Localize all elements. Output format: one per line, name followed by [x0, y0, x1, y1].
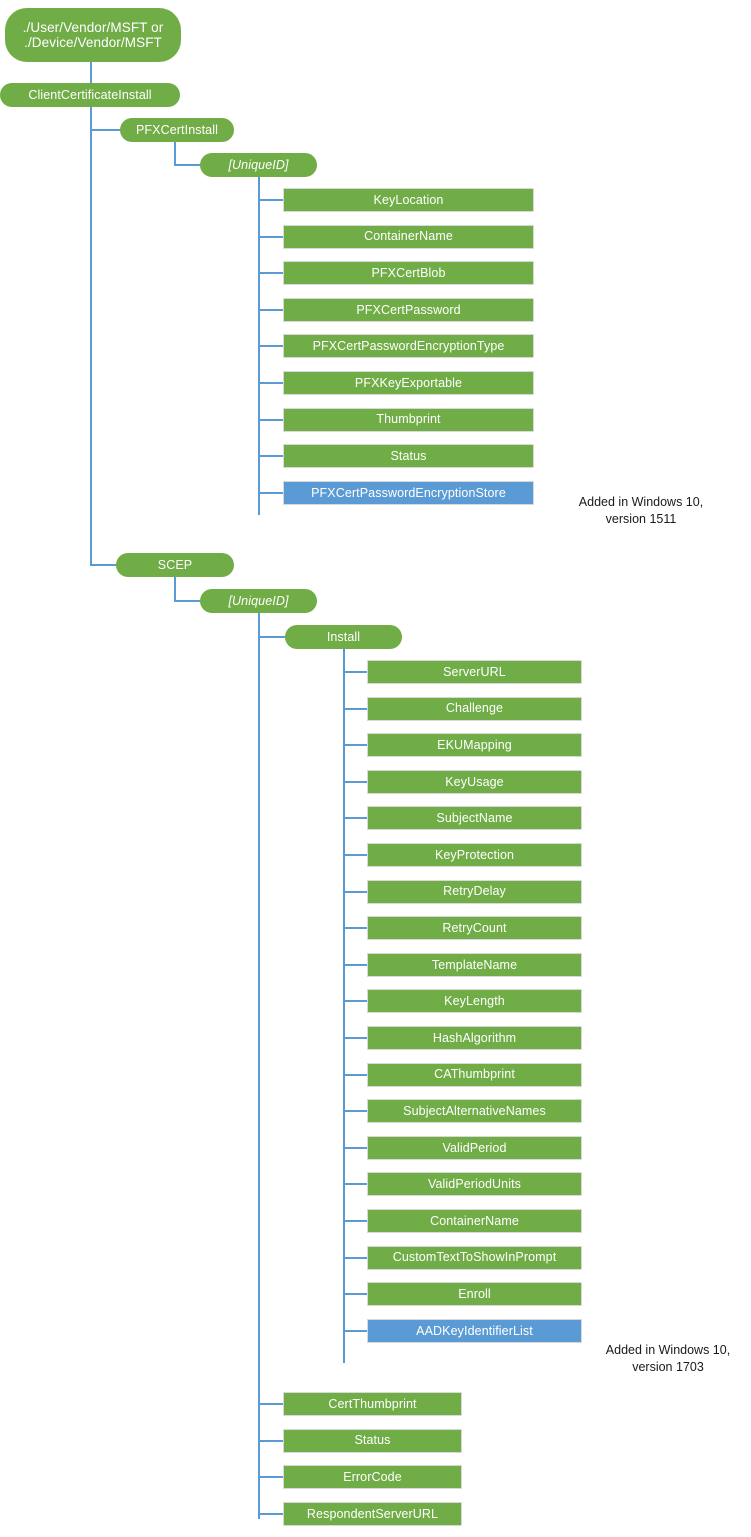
scep-install-leaf-connector-18: [343, 1329, 367, 1332]
scep-install-leaf-item: ContainerName: [367, 1209, 582, 1233]
scep-install-leaf-connector-8: [343, 963, 367, 966]
pfx-leaf-item: Thumbprint: [283, 407, 534, 432]
scep-leaf-item: Status: [283, 1428, 462, 1453]
scep-install-leaf-item: SubjectAlternativeNames: [367, 1099, 582, 1124]
scep-install-leaf-item: ValidPeriodUnits: [367, 1172, 582, 1197]
scep-install-leaf-connector-10: [343, 1037, 367, 1039]
scep-install-leaf-connector-9: [343, 1000, 367, 1003]
pfx-leaf-connector-8: [258, 491, 283, 494]
scep-install-leaf-item: ServerURL: [367, 660, 582, 684]
scep-install-leaf-item: EKUMapping: [367, 733, 582, 758]
note-pfx-added-version: Added in Windows 10, version 1511: [578, 495, 704, 526]
connector-trunk-main: [90, 106, 92, 566]
scep-install-leaf-connector-14: [343, 1183, 367, 1186]
scep-install-leaf-item: ValidPeriod: [367, 1135, 582, 1160]
node-scep-unique-id: [UniqueID]: [200, 589, 317, 613]
scep-install-leaf-connector-17: [343, 1293, 367, 1296]
scep-install-leaf-connector-6: [343, 890, 367, 893]
connector-scep-stem: [174, 576, 176, 600]
pfx-leaf-item: KeyLocation: [283, 188, 534, 212]
connector-trunk-to-pfxcertinstall: [90, 129, 122, 131]
connector-root-to-level1: [90, 62, 92, 84]
node-pfx-unique-id: [UniqueID]: [200, 153, 317, 177]
scep-install-leaf-item: HashAlgorithm: [367, 1026, 582, 1050]
scep-leaf-connector-0: [258, 1403, 283, 1405]
scep-install-leaf-item: SubjectName: [367, 806, 582, 831]
pfx-leaf-connector-0: [258, 199, 283, 201]
pfx-leaf-connector-2: [258, 272, 283, 275]
scep-leaf-item: ErrorCode: [283, 1465, 462, 1490]
node-scep-install: Install: [285, 625, 402, 649]
scep-install-leaf-item: CAThumbprint: [367, 1062, 582, 1087]
scep-leaf-item: CertThumbprint: [283, 1392, 462, 1416]
scep-leaf-item: RespondentServerURL: [283, 1501, 462, 1526]
scep-install-leaf-item: CustomTextToShowInPrompt: [367, 1245, 582, 1270]
connector-scep-to-uniqueid: [174, 600, 202, 602]
pfx-leaf-item: PFXCertPasswordEncryptionType: [283, 334, 534, 359]
pfx-leaf-item: PFXCertPassword: [283, 297, 534, 322]
pfx-leaf-connector-6: [258, 418, 283, 421]
scep-install-leaf-item: AADKeyIdentifierList: [367, 1318, 582, 1343]
node-scep: SCEP: [116, 553, 234, 577]
scep-leaf-connector-2: [258, 1476, 283, 1479]
pfx-leaf-item: PFXCertBlob: [283, 261, 534, 286]
connector-pfxcertinstall-stem: [174, 141, 176, 164]
pfx-leaf-connector-7: [258, 455, 283, 458]
node-root-path: ./User/Vendor/MSFT or ./Device/Vendor/MS…: [5, 8, 181, 62]
connector-scep-uniqueid-to-install: [258, 636, 287, 638]
node-client-certificate-install: ClientCertificateInstall: [0, 83, 180, 107]
scep-install-leaf-connector-7: [343, 927, 367, 930]
scep-install-leaf-item: Challenge: [367, 696, 582, 721]
connector-scep-uniqueid-trunk: [258, 612, 260, 1519]
scep-install-leaf-connector-11: [343, 1073, 367, 1076]
connector-trunk-to-scep: [90, 564, 118, 566]
scep-install-leaf-connector-15: [343, 1220, 367, 1222]
scep-leaf-connector-1: [258, 1439, 283, 1442]
connector-install-trunk: [343, 648, 345, 1363]
scep-install-leaf-connector-13: [343, 1146, 367, 1149]
scep-leaf-connector-3: [258, 1512, 283, 1515]
node-pfx-cert-install: PFXCertInstall: [120, 118, 234, 142]
scep-install-leaf-connector-5: [343, 854, 367, 856]
scep-install-leaf-item: KeyLength: [367, 989, 582, 1014]
note-scep-added-version: Added in Windows 10, version 1703: [605, 1343, 731, 1374]
scep-install-leaf-item: RetryDelay: [367, 879, 582, 904]
connector-pfxcertinstall-to-uniqueid: [174, 164, 202, 166]
pfx-leaf-item: Status: [283, 444, 534, 469]
scep-install-leaf-connector-3: [343, 780, 367, 783]
scep-install-leaf-item: TemplateName: [367, 952, 582, 977]
scep-install-leaf-item: RetryCount: [367, 916, 582, 941]
pfx-leaf-item: ContainerName: [283, 224, 534, 249]
pfx-leaf-item: PFXCertPasswordEncryptionStore: [283, 480, 534, 505]
scep-install-leaf-item: KeyUsage: [367, 769, 582, 794]
scep-install-leaf-item: Enroll: [367, 1282, 582, 1307]
scep-install-leaf-connector-1: [343, 707, 367, 710]
scep-install-leaf-connector-4: [343, 817, 367, 820]
pfx-leaf-connector-5: [258, 382, 283, 384]
scep-install-leaf-connector-16: [343, 1256, 367, 1259]
pfx-leaf-item: PFXKeyExportable: [283, 371, 534, 395]
scep-install-leaf-item: KeyProtection: [367, 843, 582, 867]
scep-install-leaf-connector-12: [343, 1110, 367, 1113]
scep-install-leaf-connector-2: [343, 744, 367, 747]
pfx-leaf-connector-1: [258, 235, 283, 238]
scep-install-leaf-connector-0: [343, 671, 367, 673]
pfx-leaf-connector-3: [258, 308, 283, 311]
pfx-leaf-connector-4: [258, 345, 283, 348]
